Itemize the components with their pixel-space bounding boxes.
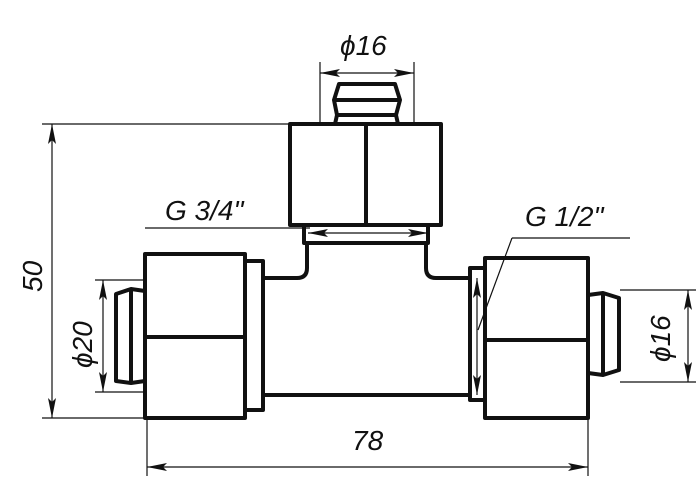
left-thread-ring — [243, 259, 265, 412]
dim-label-left-diameter: ϕ20 — [67, 321, 98, 368]
top-thread-ring — [302, 223, 430, 245]
dim-side-thread: G 1/2" — [473, 201, 630, 395]
dim-label-height: 50 — [17, 260, 48, 292]
dim-length: 78 — [146, 418, 589, 476]
dim-left-diameter: ϕ20 — [67, 279, 145, 393]
dim-label-top-diameter: ϕ16 — [340, 30, 387, 61]
dim-label-length: 78 — [352, 425, 384, 456]
dim-right-diameter: ϕ16 — [620, 289, 696, 383]
tee-body — [263, 243, 470, 397]
right-nipple — [587, 291, 621, 377]
dim-label-top-thread: G 3/4" — [165, 195, 244, 226]
dim-top-diameter: ϕ16 — [319, 30, 415, 124]
left-nipple — [114, 287, 146, 385]
top-nut — [288, 122, 443, 227]
right-nut — [483, 256, 590, 420]
dim-top-thread: G 3/4" — [145, 195, 428, 237]
top-nipple — [332, 82, 402, 125]
dim-label-side-thread: G 1/2" — [525, 201, 604, 232]
dim-label-right-diameter: ϕ16 — [645, 315, 676, 362]
dim-height: 50 — [17, 123, 290, 419]
left-nut — [143, 252, 247, 420]
